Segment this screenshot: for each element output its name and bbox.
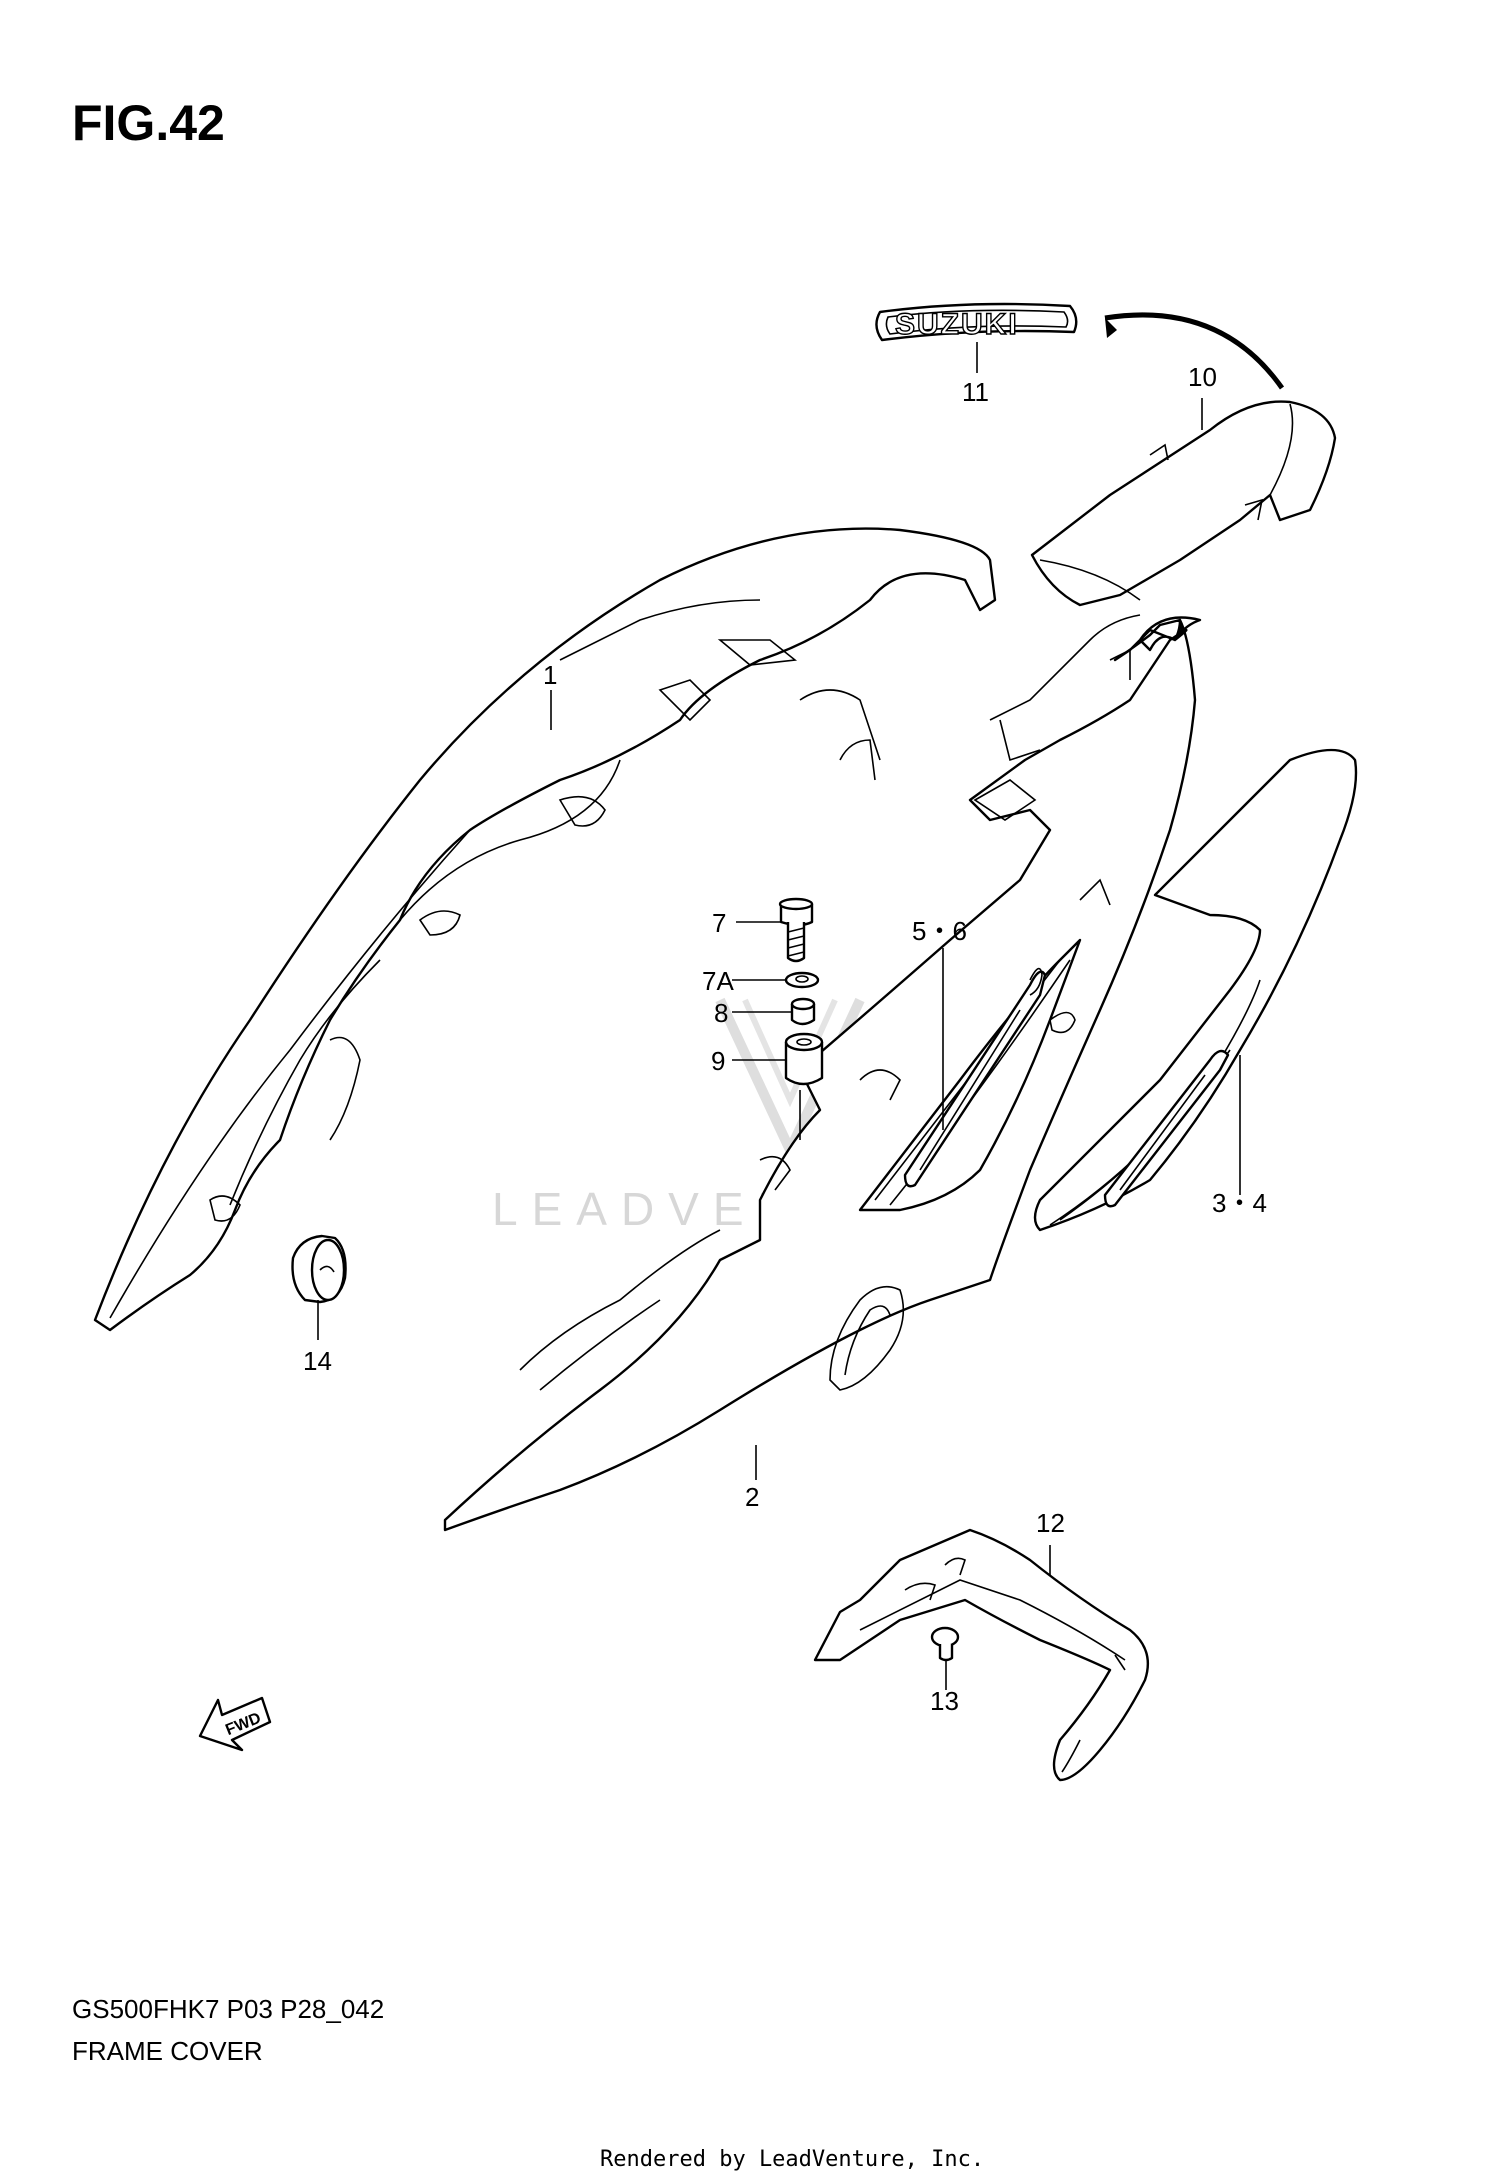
callout-12[interactable]: 12 — [1036, 1508, 1065, 1538]
render-credit: Rendered by LeadVenture, Inc. — [600, 2147, 984, 2172]
part-8-collar[interactable] — [790, 997, 816, 1026]
callout-3-4[interactable]: 3・4 — [1212, 1188, 1267, 1218]
figure-title: FIG.42 — [72, 95, 225, 151]
callout-1[interactable]: 1 — [543, 660, 557, 690]
model-code: GS500FHK7 P03 P28_042 — [72, 1994, 384, 2024]
part-7a-washer[interactable] — [784, 971, 820, 989]
part-13-screw[interactable] — [930, 1626, 960, 1662]
fwd-arrow-icon: FWD — [198, 1696, 272, 1752]
callout-13[interactable]: 13 — [930, 1686, 959, 1716]
part-7-bolt[interactable] — [778, 897, 814, 963]
part-9-cushion[interactable] — [784, 1032, 824, 1086]
part-3-4-decal[interactable] — [1033, 748, 1358, 1232]
callouts: 1 2 3・4 5・6 7 7A 8 9 10 11 12 13 14 — [303, 362, 1267, 1716]
part-12-rear-cover[interactable] — [813, 1528, 1150, 1782]
part-5-6-decal[interactable] — [858, 938, 1082, 1212]
callout-7[interactable]: 7 — [712, 908, 726, 938]
callout-10[interactable]: 10 — [1188, 362, 1217, 392]
part-14-cushion[interactable] — [291, 1234, 347, 1304]
section-name: FRAME COVER — [72, 2036, 263, 2066]
callout-14[interactable]: 14 — [303, 1346, 332, 1376]
callout-2[interactable]: 2 — [745, 1482, 759, 1512]
callout-5-6[interactable]: 5・6 — [912, 916, 967, 946]
part-11-suzuki-emblem[interactable]: SUZUKI — [875, 302, 1078, 342]
part-10-tail-cover[interactable] — [1030, 312, 1337, 607]
part-1-frame-cover[interactable] — [93, 527, 997, 1332]
leader-lines — [317, 342, 1241, 1690]
callout-7a[interactable]: 7A — [702, 966, 734, 996]
callout-9[interactable]: 9 — [711, 1046, 725, 1076]
emblem-text: SUZUKI — [895, 308, 1019, 341]
callout-11[interactable]: 11 — [962, 377, 989, 407]
callout-8[interactable]: 8 — [714, 998, 728, 1028]
